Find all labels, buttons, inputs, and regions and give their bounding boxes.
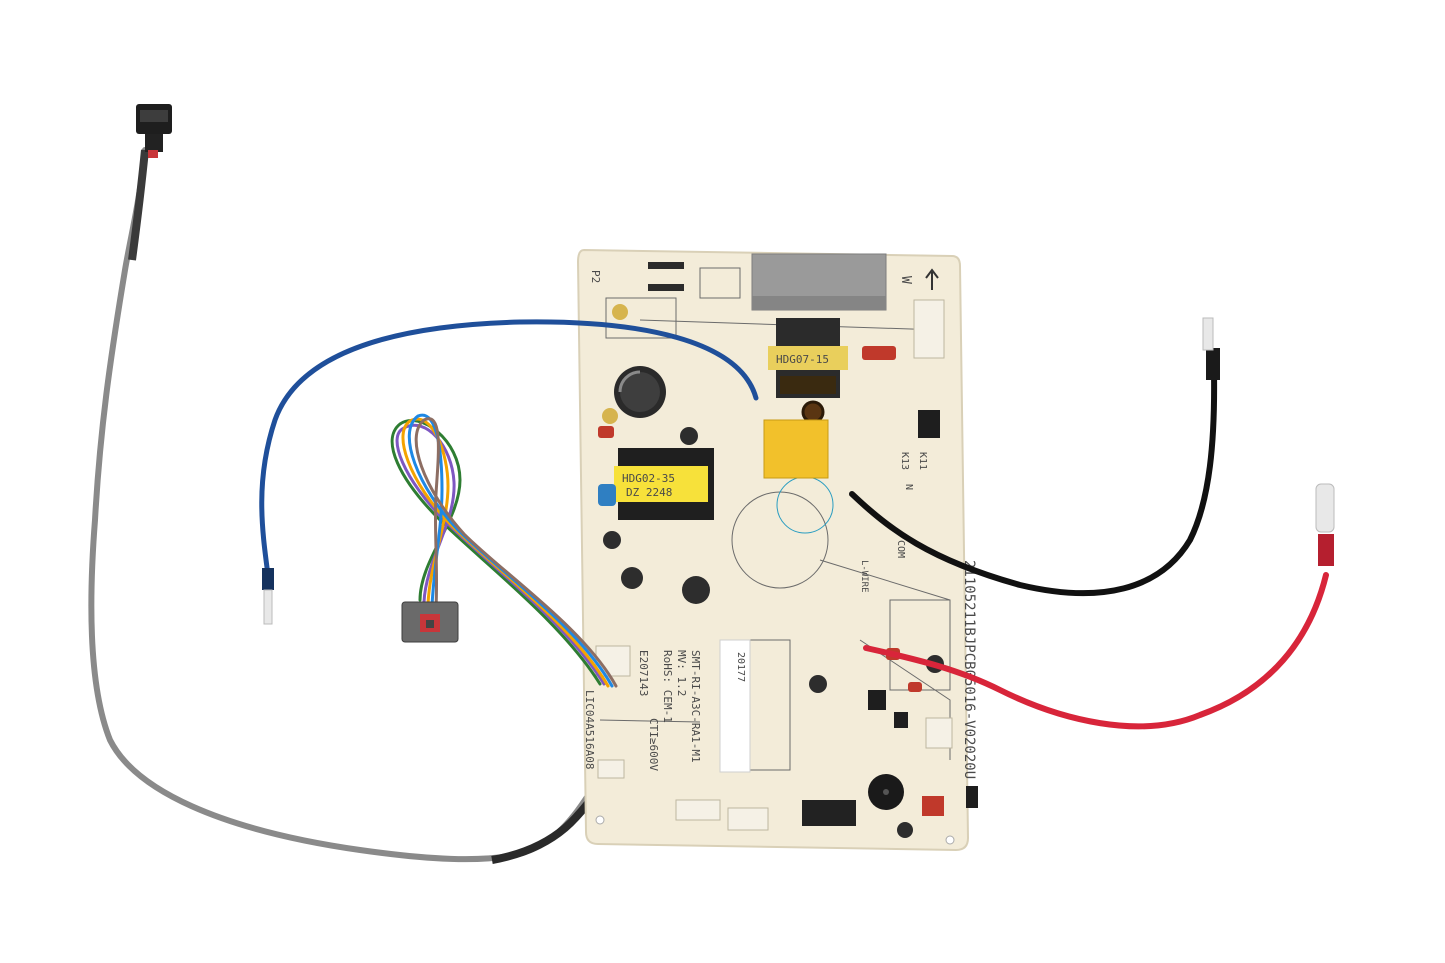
connector-red-small <box>922 796 944 816</box>
capacitor-3 <box>603 531 621 549</box>
qr-label <box>719 639 751 773</box>
board-mark-k11: K11 <box>917 452 928 470</box>
ic-chip-2 <box>868 690 886 710</box>
main-transformer-sublabel: DZ 2248 <box>626 486 672 499</box>
main-transformer-label: HDG02-35 <box>622 472 675 485</box>
board-arrow <box>925 268 939 290</box>
capacitor-9 <box>602 408 618 424</box>
board-model-line-3: RoHS: CEM-1 <box>661 650 674 723</box>
red-wire-ferrule <box>1318 534 1334 566</box>
power-relay <box>763 419 829 479</box>
small-transformer-label: HDG07-15 <box>776 353 829 366</box>
connector-right-white <box>925 717 953 749</box>
board-ul-number: E207143 <box>637 650 650 696</box>
blue-wire-terminal <box>263 589 273 625</box>
board-mark-n: N <box>903 484 914 490</box>
toroid-core <box>801 400 825 424</box>
black-wire-ferrule <box>1206 348 1220 380</box>
bulk-capacitor <box>614 366 666 418</box>
board-mark-w: W <box>898 276 913 284</box>
ic-chip-3 <box>894 712 908 728</box>
x-capacitor <box>598 484 616 506</box>
capacitor-2 <box>680 427 698 445</box>
blue-wire-ferrule <box>262 568 274 590</box>
capacitor-10 <box>612 304 628 320</box>
black-wire <box>849 369 1218 597</box>
connector-sensor <box>597 759 625 779</box>
harness-connector <box>401 601 459 643</box>
gray-sensor-cable <box>88 147 618 863</box>
board-label-part: 20177 <box>735 652 746 682</box>
board-part-number: 21105211BJPCB05016-V02020U <box>961 560 977 779</box>
connector-bottom-black <box>802 800 856 826</box>
ic-chip-1 <box>918 410 940 438</box>
board-mark-p2: P2 <box>589 270 602 283</box>
red-wire <box>863 572 1329 730</box>
board-model-line-1: SMT-RI-A3C-RA1-M1 <box>689 650 702 763</box>
red-capacitor-1 <box>862 346 896 360</box>
red-wire-terminal <box>1315 483 1335 533</box>
connector-top-right <box>913 299 945 359</box>
connector-bottom-2 <box>727 807 769 831</box>
board-cert-label: LIC04A516A08 <box>583 690 596 769</box>
capacitor-8 <box>897 822 913 838</box>
wire-harness <box>390 413 618 688</box>
red-capacitor-4 <box>908 682 922 692</box>
small-transformer: HDG07-15 <box>768 318 848 398</box>
switch <box>966 786 978 808</box>
board-mark-l-wire: L-WIRE <box>859 560 869 593</box>
diode-2 <box>648 284 684 291</box>
diode-1 <box>648 262 684 269</box>
board-model-line-2: MV: 1.2 <box>675 650 688 696</box>
capacitor-4 <box>621 567 643 589</box>
sensor-connector <box>136 104 172 158</box>
board-mark-k13: K13 <box>899 452 910 470</box>
capacitor-6 <box>809 675 827 693</box>
capacitor-5 <box>682 576 710 604</box>
red-capacitor-2 <box>598 426 614 438</box>
black-wire-terminal <box>1202 317 1214 351</box>
blue-wire <box>259 319 759 578</box>
board-model-line-4: CTI≥600V <box>647 718 660 771</box>
connector-bottom-1 <box>675 799 721 821</box>
circuit-board: HDG07-15 HDG02-35 DZ 2248 <box>576 248 978 852</box>
main-transformer: HDG02-35 DZ 2248 <box>614 448 714 520</box>
cable-sleeve-top <box>128 149 149 261</box>
board-mark-com: COM <box>895 540 906 558</box>
